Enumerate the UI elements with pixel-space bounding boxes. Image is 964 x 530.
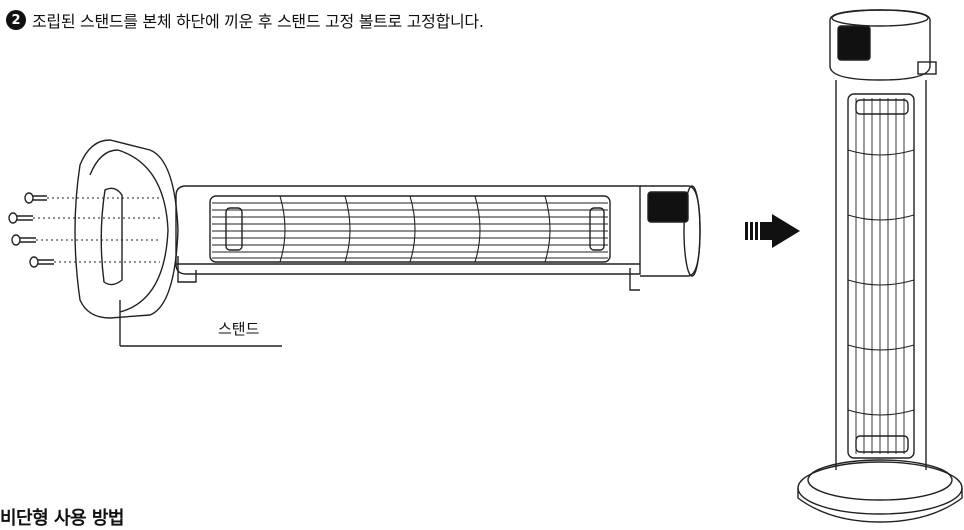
stand-label: 스탠드 bbox=[218, 320, 260, 338]
guide-lines bbox=[33, 197, 160, 263]
fan-standing bbox=[797, 9, 963, 523]
section-heading: 비단형 사용 방법 bbox=[0, 508, 124, 529]
step-instruction-text: 조립된 스탠드를 본체 하단에 끼운 후 스탠드 고정 볼트로 고정합니다. bbox=[32, 12, 484, 31]
bolt-icon bbox=[24, 192, 47, 204]
step-instruction: 2 조립된 스탠드를 본체 하단에 끼운 후 스탠드 고정 볼트로 고정합니다. bbox=[6, 8, 484, 32]
stand-base bbox=[74, 139, 282, 347]
bolt-icon bbox=[29, 256, 54, 268]
bolt-icon bbox=[11, 234, 36, 246]
bolt-icon bbox=[8, 212, 33, 224]
step-number-badge: 2 bbox=[6, 10, 26, 30]
right-arrow-icon bbox=[745, 214, 800, 248]
fan-body-horizontal bbox=[175, 185, 701, 291]
